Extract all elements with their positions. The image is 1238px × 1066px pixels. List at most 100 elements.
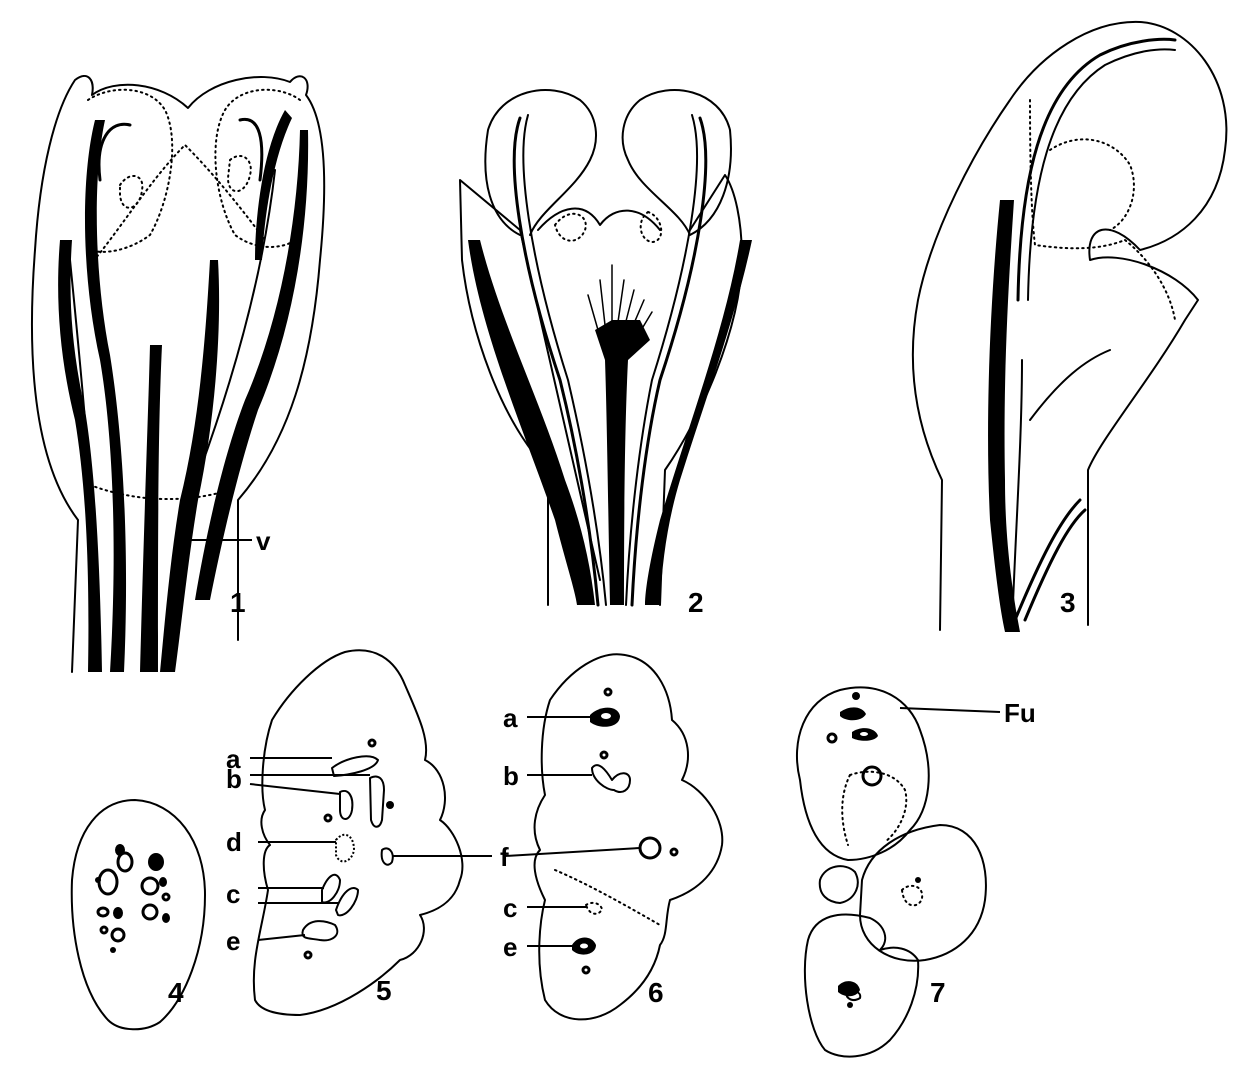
- fig7-dot: [847, 1002, 853, 1008]
- fig7-middle-bundle: [902, 886, 922, 906]
- fig5-bundle-c2: [336, 888, 358, 915]
- fig5-bundle-f: [382, 848, 393, 864]
- fig5-bundle-b2: [340, 791, 352, 819]
- fig6-dot: [605, 689, 611, 695]
- figure-6-lobed-section: a b c e 6: [503, 654, 722, 1019]
- fig7-dot: [852, 692, 860, 700]
- fig1-number: 1: [230, 587, 246, 618]
- fig4-bundle: [143, 905, 157, 919]
- figure-7-triple-section: Fu 7: [797, 687, 1036, 1056]
- fig6-dot: [583, 967, 589, 973]
- fig2-outline: [460, 175, 742, 605]
- fig5-label-c: c: [226, 879, 240, 909]
- fig7-bundle-1: [840, 707, 866, 720]
- fig1-ovule-right: [228, 156, 251, 191]
- fig4-bundle: [95, 877, 101, 883]
- fig6-dot: [601, 752, 607, 758]
- fig6-bundle-e-lumen: [580, 944, 588, 949]
- fig5-outline: [254, 650, 463, 1015]
- figure-4-cross-section: 4: [72, 800, 205, 1029]
- fig4-bundle: [142, 878, 158, 894]
- fig5-e-leader: [258, 935, 305, 940]
- fig4-bundle: [148, 853, 164, 871]
- fig5-dot: [325, 815, 331, 821]
- fig4-bundle: [98, 908, 108, 916]
- fig2-bundle-inner-left-1: [514, 118, 598, 605]
- fig7-fu-leader: [900, 708, 1000, 712]
- fig2-stigma: [538, 209, 660, 230]
- fig5-bundle-a: [332, 756, 378, 776]
- fig5-bundle-b: [370, 777, 384, 827]
- fig6-bundle-b: [592, 765, 630, 792]
- fig6-label-b: b: [503, 761, 519, 791]
- fig2-central-bundle: [595, 320, 650, 605]
- fig7-bundle-2-lumen: [860, 732, 868, 736]
- fig2-bundle-outer-left: [468, 240, 595, 605]
- fig5-dot: [369, 740, 375, 746]
- fig4-bundle: [162, 913, 170, 923]
- fig1-ovule-left: [120, 176, 142, 208]
- fig6-label-c: c: [503, 893, 517, 923]
- fig6-bundle-c: [586, 903, 602, 914]
- fig7-number: 7: [930, 977, 946, 1008]
- fig5-dot: [305, 952, 311, 958]
- fig7-label-fu: Fu: [1004, 698, 1036, 728]
- fig5-label-b: b: [226, 764, 242, 794]
- fig1-base-line: [90, 485, 230, 499]
- fig5-label-d: d: [226, 827, 242, 857]
- fig6-f-leader: [505, 848, 640, 856]
- fig3-bundle-arc-3: [1012, 360, 1022, 630]
- fig4-bundle: [101, 927, 107, 933]
- fig3-bundle-arc-2: [1028, 49, 1175, 300]
- fig3-bundle-branch-2: [1030, 350, 1110, 420]
- fig5-number: 5: [376, 975, 392, 1006]
- fig6-number: 6: [648, 977, 664, 1008]
- fig7-lower-bundle: [838, 981, 860, 996]
- fig4-number: 4: [168, 977, 184, 1008]
- fig7-small-lobe: [820, 866, 858, 903]
- fig3-locule: [1050, 139, 1134, 230]
- fig4-bundle: [99, 870, 117, 894]
- fig6-bundle-a-lumen: [601, 713, 611, 719]
- fig4-outline: [72, 800, 205, 1029]
- fig2-bundle-outer-right: [645, 240, 752, 605]
- figure-1-flower-longitudinal: v 1: [32, 76, 324, 672]
- fig6-label-e: e: [503, 932, 517, 962]
- fig5-bundle-e: [302, 921, 337, 940]
- fig5-label-f: f: [500, 842, 509, 872]
- fig1-style-right: [240, 119, 262, 180]
- fig1-ovary-roof: [90, 145, 265, 265]
- fig5-label-e: e: [226, 926, 240, 956]
- fig6-label-a: a: [503, 703, 518, 733]
- fig2-ovule-left: [555, 214, 586, 241]
- fig1-bundle-3: [140, 345, 162, 672]
- fig4-bundle: [110, 947, 116, 953]
- fig4-bundle: [113, 907, 123, 919]
- fig1-bundle-4: [160, 260, 219, 672]
- fig7-dotted-boundary: [842, 772, 906, 845]
- fig5-bundle-d: [336, 835, 354, 862]
- fig7-middle-lobe: [860, 825, 986, 961]
- fig1-v-label: v: [256, 526, 271, 556]
- fig7-dot: [828, 734, 836, 742]
- fig4-bundle: [118, 853, 132, 871]
- figure-3-flower-side: 3: [913, 22, 1227, 632]
- fig7-dot: [915, 877, 921, 883]
- fig4-bundle: [112, 929, 124, 941]
- fig3-outline: [913, 22, 1227, 630]
- fig4-bundle: [159, 877, 167, 887]
- fig6-division: [555, 870, 660, 925]
- fig1-style-left: [99, 124, 130, 180]
- fig7-lower-lobe: [805, 914, 918, 1056]
- fig3-number: 3: [1060, 587, 1076, 618]
- fig7-central-ring: [863, 767, 881, 785]
- fig6-outline: [535, 654, 723, 1019]
- figure-5-lobed-section: a b d c e f 5: [226, 650, 509, 1015]
- fig2-anther-left: [485, 90, 596, 235]
- fig4-bundle: [163, 894, 169, 900]
- fig5-dot: [386, 801, 394, 809]
- fig6-dot: [671, 849, 677, 855]
- figure-2-flower-open: 2: [460, 90, 752, 618]
- fig3-lower-margin: [1125, 240, 1175, 320]
